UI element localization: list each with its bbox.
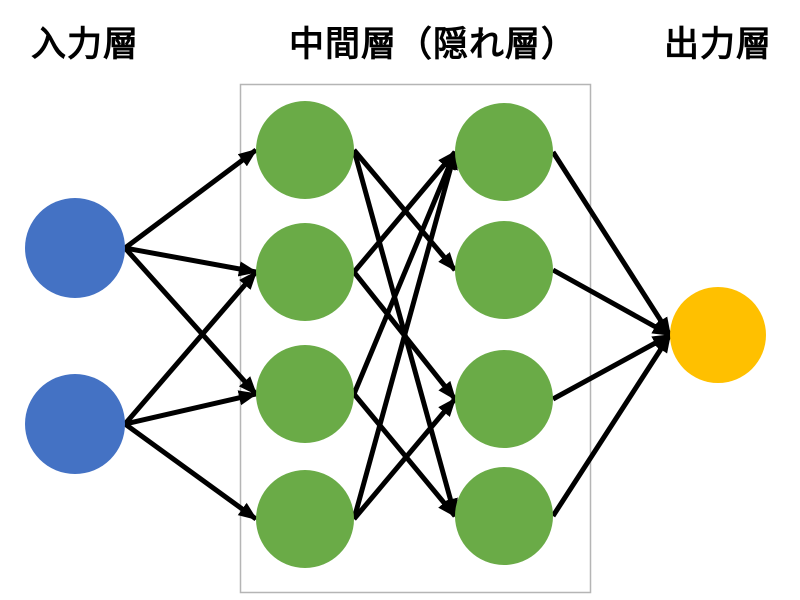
edge-h1c-h2a: [351, 150, 458, 395]
node-in1: [25, 198, 125, 298]
output-layer-label: 出力層: [663, 25, 773, 64]
edge-h1c-h2d: [352, 392, 457, 518]
node-h2d: [455, 467, 553, 565]
edge-h2c-out: [551, 332, 672, 402]
edge-in2-h1b: [123, 270, 258, 426]
nodes-group: [25, 101, 766, 568]
hidden-layer-label: 中間層（隠れ層）: [288, 25, 578, 64]
edges-group: [123, 147, 673, 522]
edge-h1b-h2a: [352, 150, 457, 274]
node-h1b: [256, 223, 354, 321]
node-h2a: [455, 103, 553, 201]
node-h1d: [256, 470, 354, 568]
edge-in1-h1b: [124, 245, 258, 277]
edge-in1-h1c: [123, 246, 258, 396]
node-h1a: [256, 101, 354, 199]
node-out: [670, 287, 766, 383]
edge-h1d-h2a: [351, 150, 458, 520]
node-h2b: [455, 221, 553, 319]
edge-h2b-out: [551, 267, 672, 338]
node-h1c: [256, 345, 354, 443]
edge-in2-h1d: [123, 421, 258, 522]
edge-in1-h1a: [123, 147, 258, 251]
node-in2: [25, 374, 125, 474]
edge-h1d-h2c: [352, 397, 457, 521]
node-h2c: [455, 350, 553, 448]
edge-in2-h1c: [124, 390, 258, 427]
edge-h2d-out: [550, 333, 673, 518]
input-layer-label: 入力層: [30, 25, 140, 64]
edge-h2a-out: [550, 150, 673, 337]
